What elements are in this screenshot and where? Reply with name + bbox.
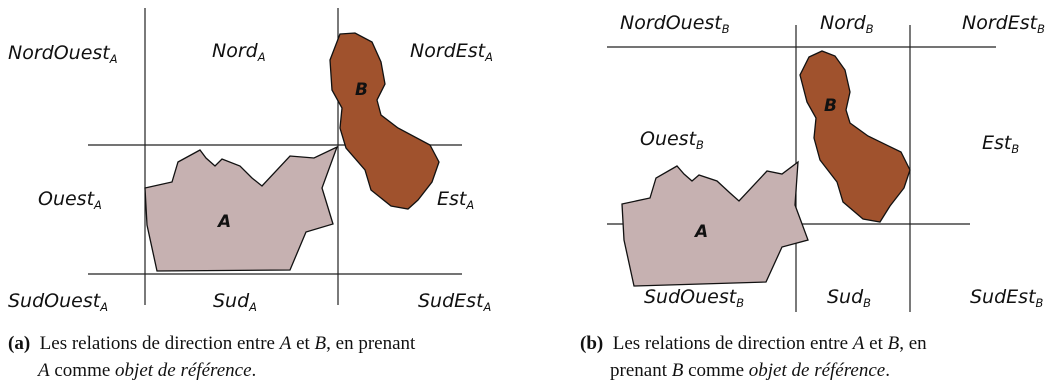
panel-b-diagram	[607, 25, 996, 312]
region-label-south: SudB	[827, 286, 871, 310]
region-label-west: OuestA	[38, 188, 102, 212]
object-b-label: B	[355, 80, 368, 100]
region-label-northwest: NordOuestB	[620, 12, 730, 36]
region-label-northwest: NordOuestA	[8, 42, 118, 66]
panel-a-diagram	[88, 8, 462, 305]
region-label-southwest: SudOuestB	[644, 286, 745, 310]
region-label-south: SudA	[213, 290, 257, 314]
object-b-label: B	[824, 96, 837, 116]
caption-b-line1: (b) Les relations de direction entre A e…	[580, 333, 927, 354]
object-a-label: A	[218, 212, 232, 232]
region-label-east: EstB	[982, 132, 1020, 156]
region-label-southeast: SudEstA	[418, 290, 492, 314]
caption-a-line1: (a) Les relations de direction entre A e…	[8, 333, 416, 354]
region-label-southeast: SudEstB	[970, 286, 1044, 310]
caption-b-line2: prenant B comme objet de référence.	[610, 360, 890, 381]
region-label-southwest: SudOuestA	[8, 290, 108, 314]
caption-a-line2: A comme objet de référence.	[38, 360, 257, 381]
caption-b: (b) Les relations de direction entre A e…	[580, 330, 1058, 384]
object-a-shape	[144, 145, 339, 272]
panel-b: A B NordOuestB NordB NordEstB OuestB Est…	[530, 0, 1060, 389]
object-a-label: A	[695, 222, 709, 242]
region-label-east: EstA	[437, 188, 475, 212]
caption-a: (a) Les relations de direction entre A e…	[8, 330, 498, 384]
region-label-west: OuestB	[640, 128, 704, 152]
object-a-shape	[621, 160, 809, 287]
region-label-north: NordA	[212, 40, 266, 64]
object-b-shape	[799, 50, 911, 223]
panel-a: A B NordOuestA NordA NordEstA OuestA Est…	[0, 0, 500, 389]
region-label-northeast: NordEstB	[962, 12, 1045, 36]
region-label-north: NordB	[820, 12, 874, 36]
object-b-shape	[329, 32, 440, 210]
region-label-northeast: NordEstA	[410, 40, 493, 64]
